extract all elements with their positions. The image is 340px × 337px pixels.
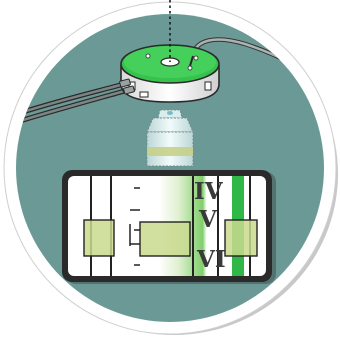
outflow-tube-inner bbox=[16, 88, 129, 126]
layer-label-iv: IV bbox=[194, 178, 224, 205]
roi-box-center bbox=[139, 221, 191, 257]
cortical-slice-icon: IV V VI bbox=[62, 170, 276, 284]
roi-box-left bbox=[83, 219, 115, 257]
perfusion-chamber-icon bbox=[119, 44, 220, 103]
objective-band bbox=[147, 147, 193, 156]
electrode-markers bbox=[129, 187, 140, 266]
roi-box-right bbox=[224, 219, 258, 257]
microscope-objective-icon bbox=[146, 109, 194, 167]
layer-label-v: V bbox=[198, 206, 218, 233]
layer-label-vi: VI bbox=[196, 246, 226, 273]
